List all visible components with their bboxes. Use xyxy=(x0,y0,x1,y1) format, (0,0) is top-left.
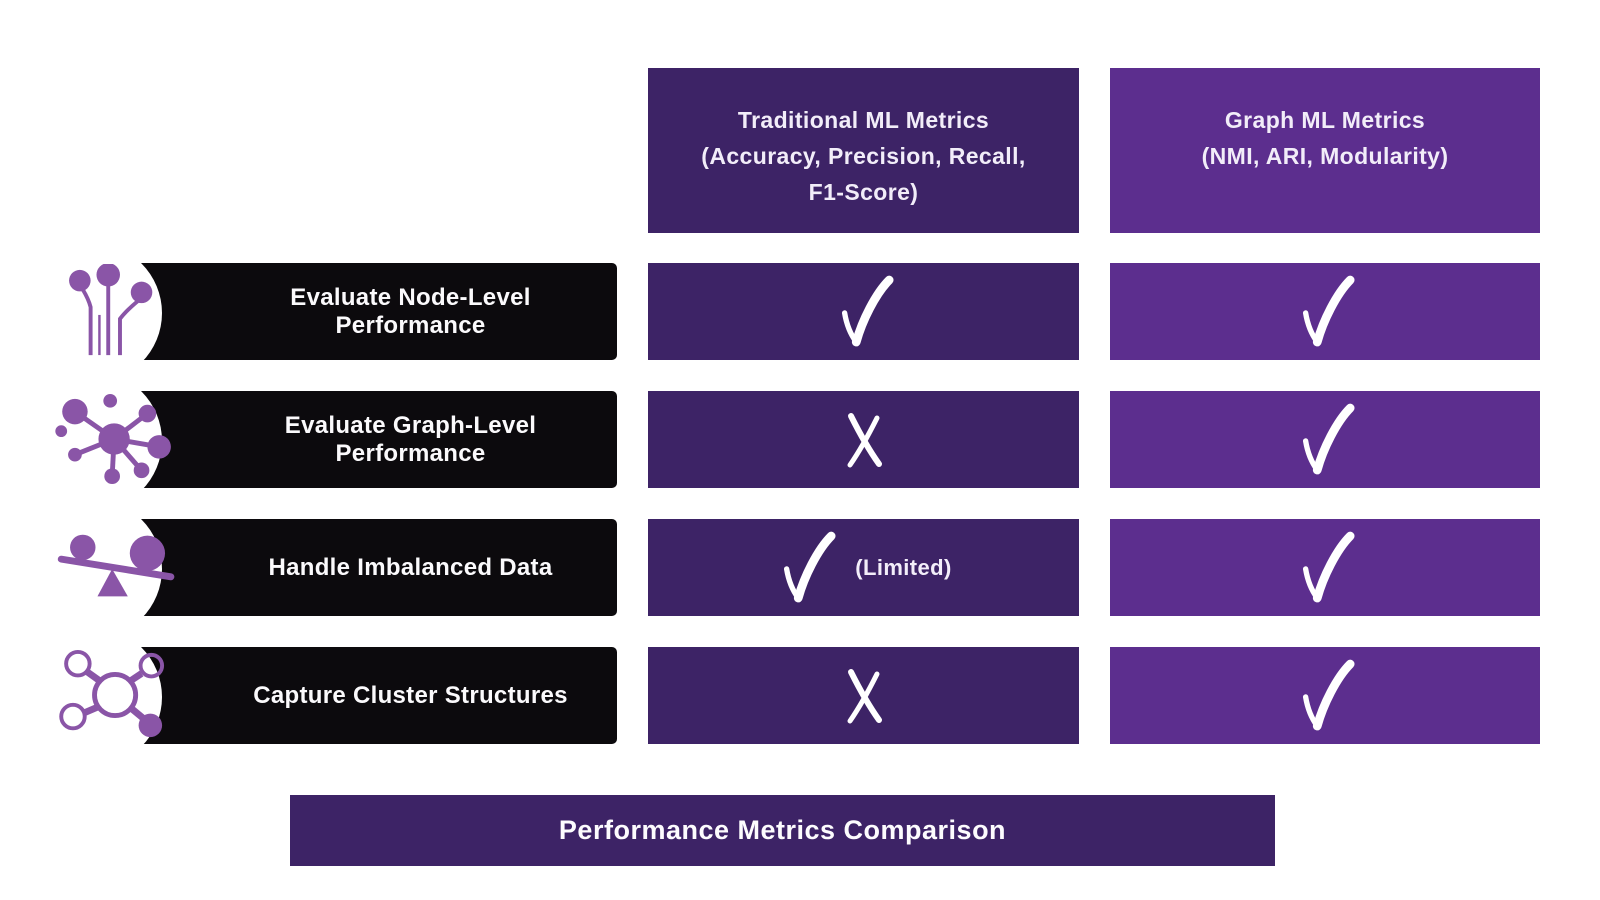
diagram-title: Performance Metrics Comparison xyxy=(558,815,1007,845)
row-label-imbalanced-data: Handle Imbalanced Data xyxy=(22,499,617,639)
cell-cluster-graph xyxy=(1110,647,1540,744)
row-label-text: Evaluate Node-Level Performance xyxy=(290,283,531,339)
row-label-text: Handle Imbalanced Data xyxy=(268,553,553,581)
cell-node-level-graph xyxy=(1110,263,1540,360)
balance-scale-icon xyxy=(57,534,175,597)
cell-graph-level-traditional xyxy=(648,391,1079,488)
cell-imbalanced-graph xyxy=(1110,519,1540,616)
icon-notch xyxy=(22,627,162,767)
row-label-graph-level: Evaluate Graph-Level Performance xyxy=(22,371,617,511)
graph-network-icon xyxy=(55,393,171,485)
column-header-graph-ml: Graph ML Metrics (NMI, ARI, Modularity) xyxy=(1110,68,1540,233)
column-header-line: (NMI, ARI, Modularity) xyxy=(1201,143,1449,169)
column-header-traditional-ml: Traditional ML Metrics (Accuracy, Precis… xyxy=(648,68,1079,233)
cell-imbalanced-traditional: (Limited) xyxy=(648,519,1079,616)
cross-icon xyxy=(847,412,882,467)
column-header-line: F1-Score) xyxy=(808,179,919,205)
column-header-line: Traditional ML Metrics xyxy=(737,107,990,133)
check-icon xyxy=(841,275,894,346)
check-icon xyxy=(1302,531,1355,602)
row-label-text: Capture Cluster Structures xyxy=(253,681,568,709)
check-icon xyxy=(1302,275,1355,346)
check-icon xyxy=(784,531,836,602)
row-label-cluster-structures: Capture Cluster Structures xyxy=(22,627,617,767)
cell-note: (Limited) xyxy=(855,554,952,580)
check-icon xyxy=(1302,403,1355,474)
row-label-node-level: Evaluate Node-Level Performance xyxy=(22,243,617,383)
row-label-text: Evaluate Graph-Level Performance xyxy=(284,411,537,467)
column-header-line: (Accuracy, Precision, Recall, xyxy=(701,143,1026,169)
diagram-title-bar: Performance Metrics Comparison xyxy=(290,795,1275,866)
cross-icon xyxy=(847,668,882,723)
node-level-icon xyxy=(69,264,153,356)
cell-cluster-traditional xyxy=(648,647,1079,744)
cell-graph-level-graph xyxy=(1110,391,1540,488)
check-icon xyxy=(1302,659,1355,730)
column-header-line: Graph ML Metrics xyxy=(1224,107,1426,133)
cell-node-level-traditional xyxy=(648,263,1079,360)
cluster-icon xyxy=(59,649,165,738)
